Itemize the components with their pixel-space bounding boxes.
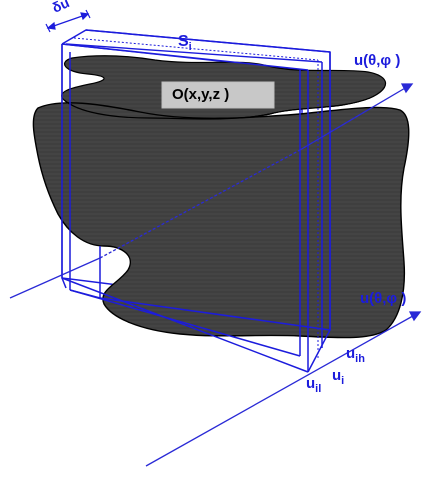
u-i-label: ui xyxy=(332,367,345,387)
direction-bottom-label: u(θ,φ ) xyxy=(360,290,407,307)
direction-top-label: u(θ,φ ) xyxy=(354,52,401,69)
object-label-box xyxy=(161,81,275,109)
u-il-label: uil xyxy=(306,375,322,395)
top-direction-axis xyxy=(9,83,414,299)
object-label: O(x,y,z ) xyxy=(172,86,230,103)
u-ih-label: uih xyxy=(346,345,365,365)
slice-plane xyxy=(73,37,319,360)
slice-label: Si xyxy=(178,33,192,53)
slab-front xyxy=(61,29,331,373)
bottom-direction-axis xyxy=(145,311,422,467)
object-body xyxy=(32,102,410,339)
delta-u-measure xyxy=(45,9,91,33)
